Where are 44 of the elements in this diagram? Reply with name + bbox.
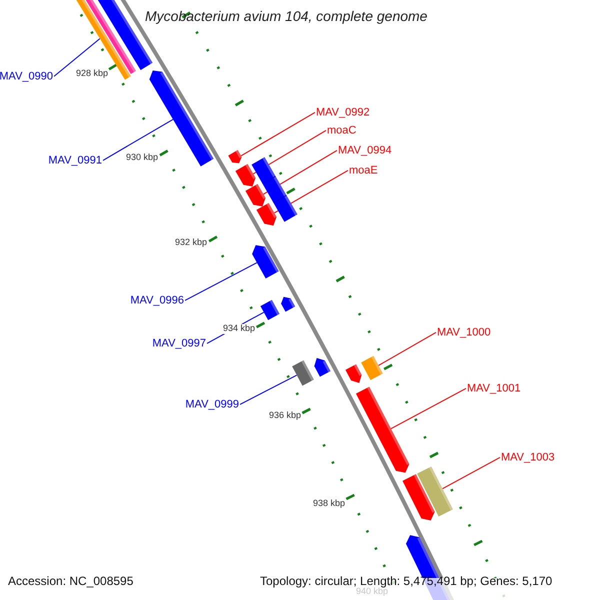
leader-line [240,374,298,405]
gene-block [235,164,256,187]
footer-text: Topology: circular; Length: 5,475,491 bp; Genes: 5,170 [260,575,552,588]
gene-block [417,466,453,517]
gene-label: MAV_1001 [467,382,521,394]
scale-label: 938 kbp [313,499,346,509]
title: Mycobacterium avium 104, complete genome [145,9,428,24]
gene-block [252,245,279,278]
gene-block [260,300,280,320]
gene-label: MAV_0990 [0,70,53,82]
gene-block [292,360,314,386]
gene-block [402,474,435,520]
gene-block [256,202,277,226]
gene-label: MAV_0992 [316,106,370,118]
gene-block [245,184,266,207]
footer-text: Accession: NC_008595 [8,575,134,588]
gene-label: MAV_0996 [130,294,184,306]
gene-label: moaC [327,124,356,136]
gene-block [314,358,331,377]
scale-label: 930 kbp [126,153,158,163]
gene-label: MAV_0999 [185,398,239,410]
leader-line [378,332,436,366]
gene-label: MAV_0997 [152,337,206,350]
leader-line [390,388,466,430]
leader-line [102,118,174,161]
gene-label: moaE [349,164,378,176]
gene-block [345,364,362,383]
gene-label: MAV_0991 [48,154,102,166]
gene-label: MAV_1003 [501,451,555,464]
gene-block [356,386,410,473]
leader-line [442,456,500,490]
gene-label: MAV_1000 [437,326,491,338]
scale-label: 934 kbp [223,324,256,334]
gene-block [281,296,296,312]
gene-block [252,157,298,222]
scale-label: 936 kbp [269,411,302,421]
scale-label: 928 kbp [76,69,108,79]
leader-line [240,112,316,156]
gene-block [228,150,242,164]
gene-block [75,0,131,80]
gene-label: MAV_0994 [338,144,392,156]
gene-block [361,356,383,380]
leader-line [184,262,258,301]
scale-label: 932 kbp [175,238,208,248]
